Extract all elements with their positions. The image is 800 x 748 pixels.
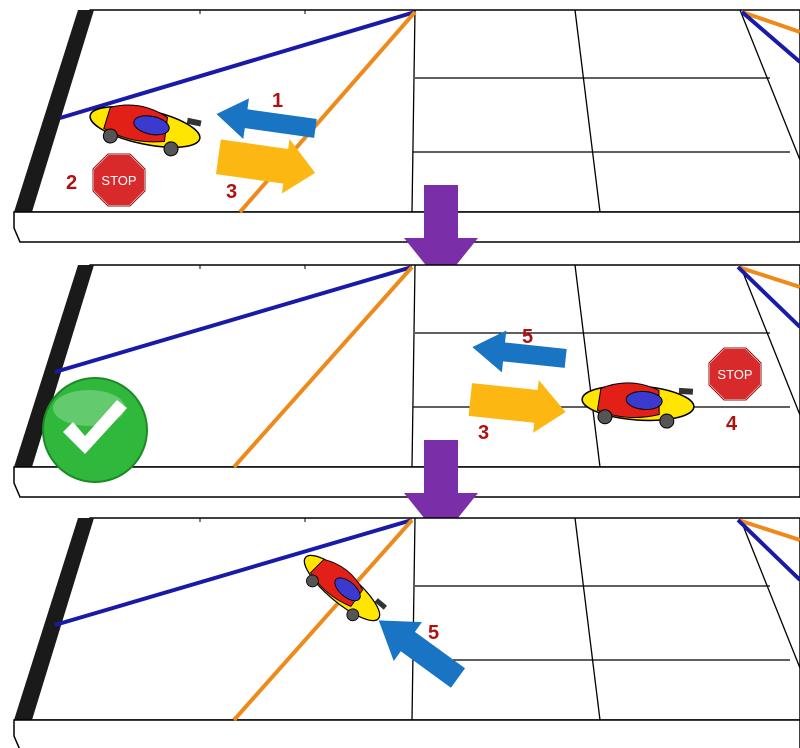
panel-1: STOP 1 2 3 — [14, 10, 800, 242]
check-mark-icon — [43, 378, 147, 482]
stop-sign-text: STOP — [717, 367, 752, 382]
panel-3: 5 — [14, 518, 800, 748]
step-label-5: 5 — [428, 622, 439, 644]
step-label-5: 5 — [522, 326, 533, 348]
step-label-3: 3 — [226, 181, 237, 203]
stop-sign-icon: STOP — [93, 154, 145, 206]
step-label-2: 2 — [66, 172, 77, 194]
step-label-1: 1 — [272, 90, 283, 112]
stop-sign-icon: STOP — [709, 348, 761, 400]
step-label-3: 3 — [478, 422, 489, 444]
stop-sign-text: STOP — [101, 173, 136, 188]
panel-2: STOP 5 3 4 — [14, 265, 800, 497]
step-label-4: 4 — [726, 413, 738, 435]
